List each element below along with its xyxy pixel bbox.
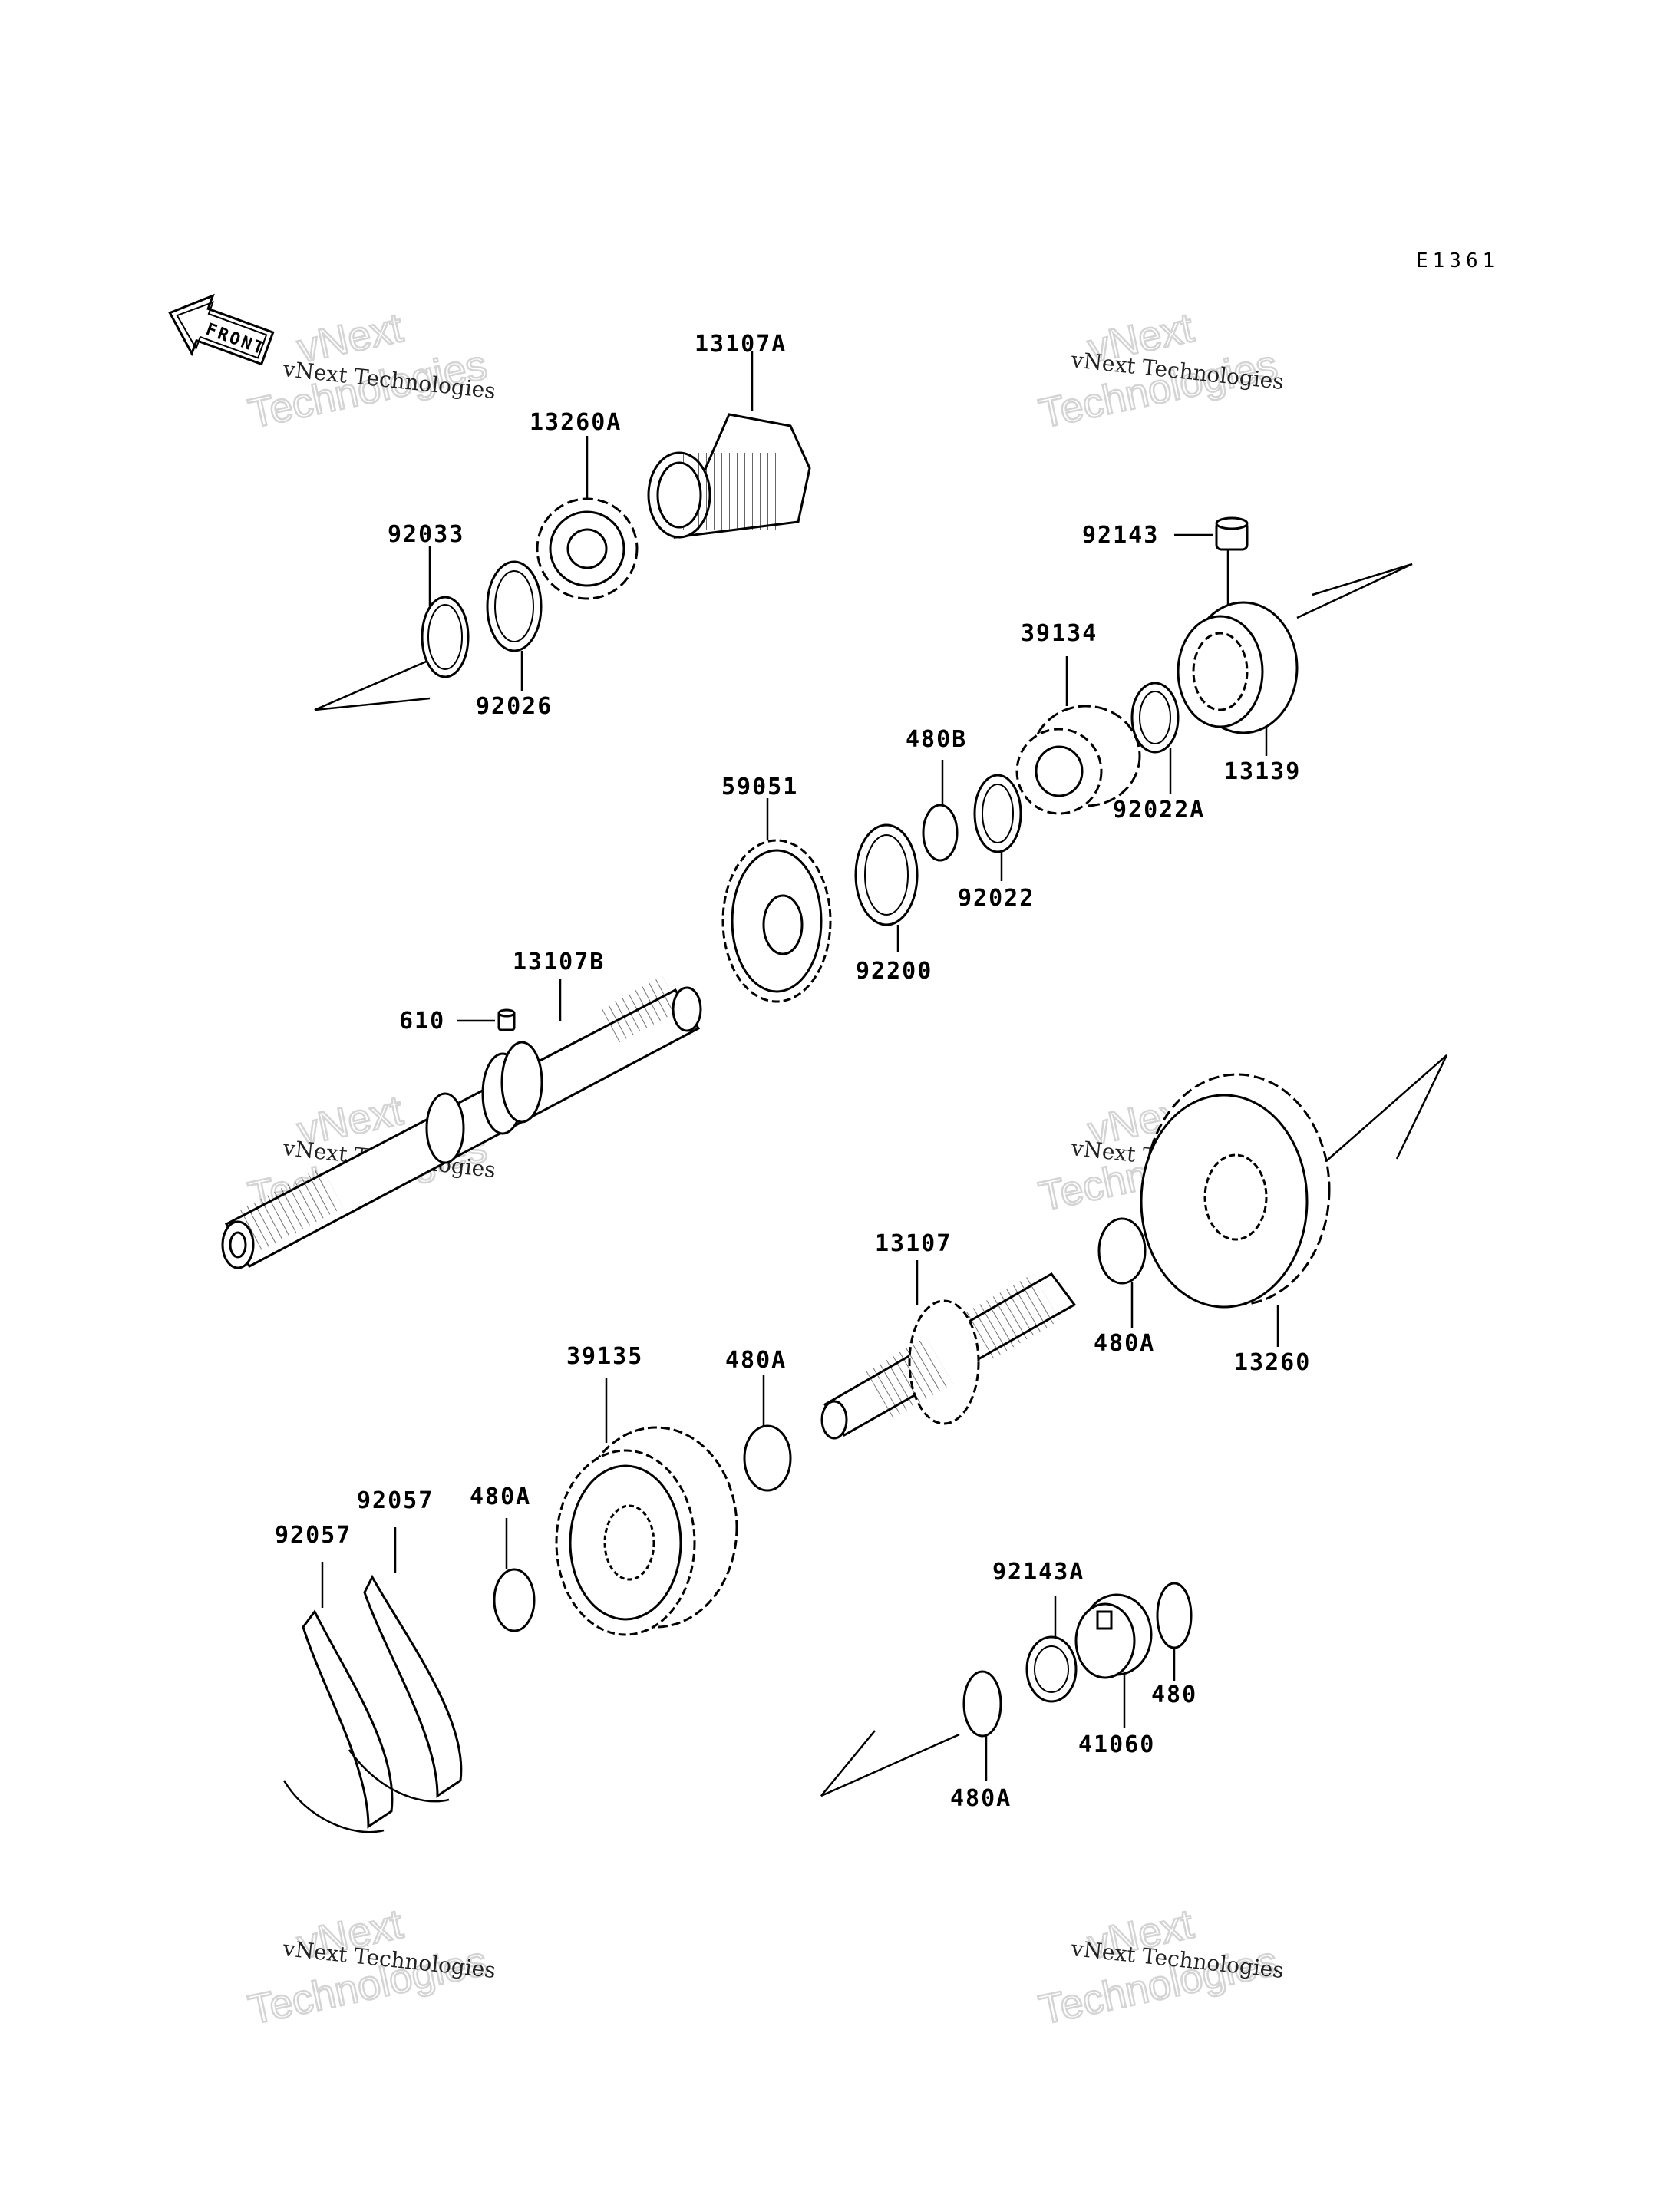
part-59051-gear <box>721 798 832 1003</box>
label-13260A: 13260A <box>530 409 622 436</box>
label-92022A: 92022A <box>1113 797 1205 823</box>
label-610: 610 <box>399 1008 445 1035</box>
part-480A-circlip-upper <box>1097 1217 1147 1328</box>
part-39135-sprocket <box>555 1378 738 1636</box>
part-480A-circlip-lower <box>493 1518 536 1632</box>
label-13139: 13139 <box>1224 758 1301 785</box>
part-41060-hub <box>1074 1593 1153 1728</box>
part-39134-sprocket <box>1015 656 1141 815</box>
axis-line-top-right <box>1296 563 1413 619</box>
part-92026-washer <box>486 560 543 691</box>
part-13107-shaft <box>820 1260 1077 1440</box>
label-92143A: 92143A <box>992 1559 1084 1586</box>
part-92057-chain-rear <box>348 1527 463 1803</box>
part-480A-circlip-bottom <box>962 1670 1002 1781</box>
front-arrow-icon: FRONT <box>168 293 275 366</box>
part-92033-circlip <box>421 546 470 678</box>
part-92022-washer <box>973 774 1022 881</box>
label-59051: 59051 <box>721 774 798 800</box>
label-92143: 92143 <box>1082 522 1159 549</box>
label-13107A: 13107A <box>695 331 787 358</box>
watermark-top-left: vNext Technologies <box>243 304 491 438</box>
part-92143A-collar <box>1025 1596 1078 1703</box>
part-610-pin <box>457 1008 516 1031</box>
label-480A-middle: 480A <box>725 1347 787 1374</box>
label-41060: 41060 <box>1078 1731 1155 1758</box>
label-92022: 92022 <box>958 885 1035 912</box>
label-92057-front: 92057 <box>275 1522 352 1549</box>
part-480A-circlip-middle <box>743 1375 792 1492</box>
part-13260A-gear <box>536 436 639 600</box>
part-92022A-washer <box>1130 682 1180 794</box>
part-480-circlip <box>1156 1582 1193 1681</box>
part-13107B-shaft <box>221 975 702 1269</box>
part-480B-circlip <box>922 760 959 862</box>
label-92057-rear: 92057 <box>357 1487 434 1514</box>
part-92143-collar <box>1174 516 1249 610</box>
axis-line-mid-right <box>1319 1054 1448 1167</box>
label-13260: 13260 <box>1234 1349 1311 1376</box>
label-92026: 92026 <box>476 693 553 720</box>
part-92200-washer <box>854 823 919 952</box>
label-92033: 92033 <box>388 521 464 548</box>
label-480A-bottom: 480A <box>950 1785 1012 1812</box>
part-13260-large-gear <box>1140 1073 1331 1347</box>
part-13107A-sleeve <box>647 351 811 539</box>
axis-line-top-left <box>314 658 431 711</box>
label-13107: 13107 <box>875 1230 952 1257</box>
label-480B: 480B <box>906 726 967 753</box>
part-13139-hub <box>1177 601 1299 756</box>
label-39135: 39135 <box>566 1343 643 1370</box>
label-92200: 92200 <box>856 958 932 985</box>
label-480A-upper: 480A <box>1094 1330 1155 1357</box>
label-480A-lower: 480A <box>470 1483 531 1510</box>
label-480: 480 <box>1151 1682 1197 1708</box>
axis-line-bottom <box>820 1730 960 1797</box>
diagram-code: E1361 <box>1416 249 1499 272</box>
label-13107B: 13107B <box>513 949 605 975</box>
label-39134: 39134 <box>1021 620 1097 647</box>
